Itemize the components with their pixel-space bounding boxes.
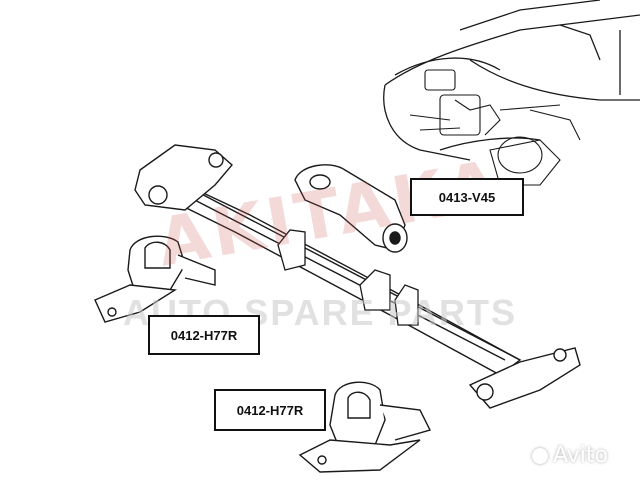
callout-label-left-mount: 0412-H77R bbox=[148, 315, 260, 355]
avito-watermark-text: Avito bbox=[553, 443, 608, 468]
callout-label-lower-mount: 0412-H77R bbox=[214, 389, 326, 431]
vehicle-body-sketch bbox=[383, 0, 640, 161]
avito-watermark: Avito bbox=[532, 443, 608, 468]
crossmember-tabs bbox=[277, 229, 419, 326]
callout-label-rear-mount: 0413-V45 bbox=[410, 178, 524, 216]
avito-logo-icon bbox=[532, 447, 548, 464]
right-beam-bracket bbox=[468, 347, 581, 409]
engine-mount-lower bbox=[298, 381, 432, 473]
left-beam-bracket bbox=[134, 144, 233, 211]
rear-mount-bracket bbox=[294, 164, 408, 253]
watermark-tagline: AUTO SPARE PARTS bbox=[122, 292, 518, 333]
engine-mount-left bbox=[94, 235, 216, 323]
